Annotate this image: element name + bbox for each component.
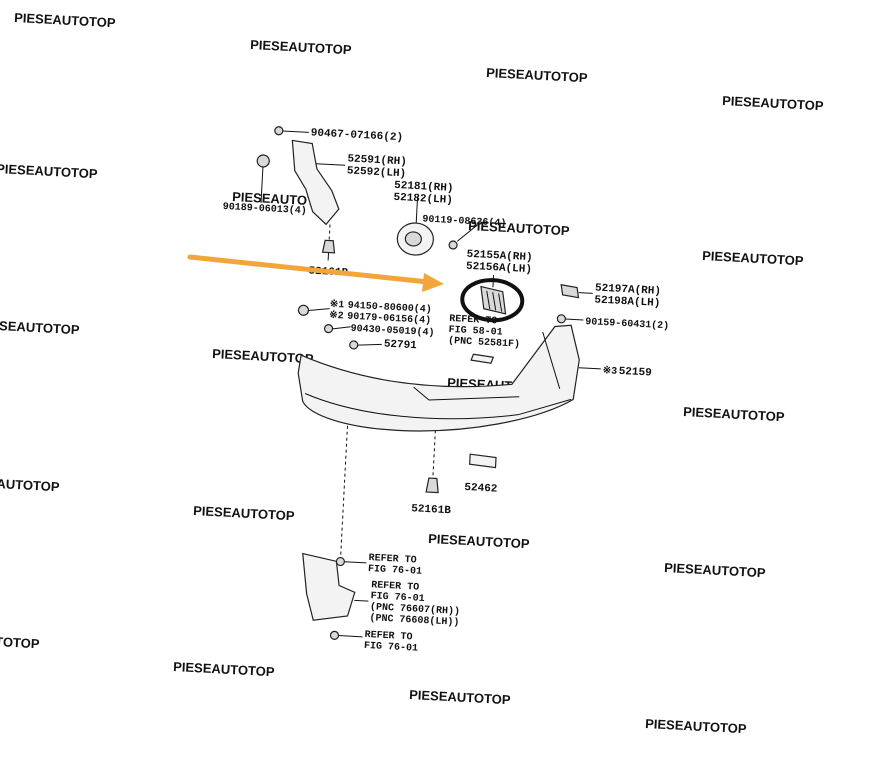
watermark: PIESEAUTOTOP	[645, 716, 747, 736]
watermark: PIESEAUTOTOP	[664, 560, 766, 580]
callout-52462: 52462	[464, 482, 498, 496]
refer-label-58-01: REFER TO	[449, 314, 498, 327]
bracket-part	[256, 126, 346, 226]
callout-90159-60431: 90159-60431(2)	[585, 316, 670, 332]
callout-52592: 52592(LH)	[346, 165, 406, 180]
watermark: PIESEAUTOTOP	[212, 346, 314, 366]
refer-pnc-76608: (PNC 76608(LH))	[369, 612, 460, 629]
reflector-part	[396, 197, 479, 256]
watermark: PIESEAUTOTOP	[722, 93, 824, 113]
watermark: PIESEAUTOTOP	[14, 10, 116, 30]
refer-fig-58-01: FIG 58-01	[448, 325, 503, 339]
callout-90189-06013: 90189-06013(4)	[222, 201, 307, 217]
mud-flap-part	[302, 425, 369, 640]
reflector-strip-part	[469, 453, 497, 469]
callout-90467-07166: 90467-07166(2)	[310, 127, 403, 144]
watermark: PIESEAUTOTOP	[486, 65, 588, 85]
watermark: PIESEAUTOTOP	[0, 474, 60, 494]
watermark: PIESEAUTOTOP	[683, 404, 785, 424]
callout-52791: 52791	[383, 339, 417, 353]
watermarks: PIESEAUTOTOP PIESEAUTOTOP PIESEAUTOTOP P…	[0, 10, 824, 736]
watermark: PIESEAUTOTOP	[0, 161, 98, 181]
callout-90119-08636: 90119-08636(4)	[422, 213, 507, 229]
callout-mark-3: ※3	[602, 365, 617, 378]
callout-mark-1: ※1	[329, 299, 344, 312]
watermark: PIESEAUTOTOP	[173, 659, 275, 679]
callout-52159: 52159	[618, 366, 652, 380]
refer-fig-76-01-b: FIG 76-01	[370, 591, 425, 605]
highlighted-grille	[480, 275, 507, 315]
side-bracket-part	[556, 283, 593, 324]
watermark: PIESEAUTOTOP	[702, 248, 804, 268]
watermark: PIESEAUTOTOP	[0, 317, 80, 337]
refer-label-76-01-a: REFER TO	[368, 553, 417, 566]
watermark: PIESEAUTOTOP	[409, 687, 511, 707]
watermark: PIESEAUTOTOP	[428, 531, 530, 551]
callout-52197a: 52197A(RH)	[595, 283, 662, 298]
callout-mark-2: ※2	[329, 310, 344, 323]
callout-52161b-bottom: 52161B	[411, 503, 452, 517]
callout-52156a: 52156A(LH)	[466, 261, 533, 276]
refer-pnc-52581f: (PNC 52581F)	[448, 335, 521, 351]
watermark: PIESEAUTOTOP	[468, 218, 570, 238]
watermark: PIESEAUTOTOP	[0, 631, 40, 651]
callout-52591: 52591(RH)	[347, 153, 407, 168]
refer-fig-76-01-a: FIG 76-01	[368, 564, 423, 578]
clip-part	[321, 224, 336, 261]
exploded-view: 90467-07166(2) 52591(RH) 52592(LH) 90189…	[222, 126, 670, 655]
callout-52198a: 52198A(LH)	[594, 295, 661, 310]
callout-94150-80600: 94150-80600(4)	[347, 300, 432, 316]
callout-90430-05019: 90430-05019(4)	[350, 323, 435, 339]
lower-clip-part	[425, 430, 439, 494]
bumper-cover-part	[297, 324, 580, 432]
watermark: PIESEAUTOTOP	[250, 37, 352, 57]
callout-52181: 52181(RH)	[394, 180, 454, 195]
callout-90179-06156: 90179-06156(4)	[347, 311, 432, 327]
refer-fig-76-01-c: FIG 76-01	[364, 641, 419, 655]
highlight-arrow	[187, 254, 444, 292]
fastener-cluster	[297, 304, 382, 350]
watermark: PIESEAUTOTOP	[193, 503, 295, 523]
callout-52155a: 52155A(RH)	[466, 249, 533, 264]
refer-pnc-76607: (PNC 76607(RH))	[370, 601, 461, 618]
refer-label-76-01-b: REFER TO	[371, 580, 420, 593]
callout-52182: 52182(LH)	[393, 192, 453, 207]
refer-label-76-01-c: REFER TO	[364, 630, 413, 643]
highlight-ring	[460, 278, 525, 323]
